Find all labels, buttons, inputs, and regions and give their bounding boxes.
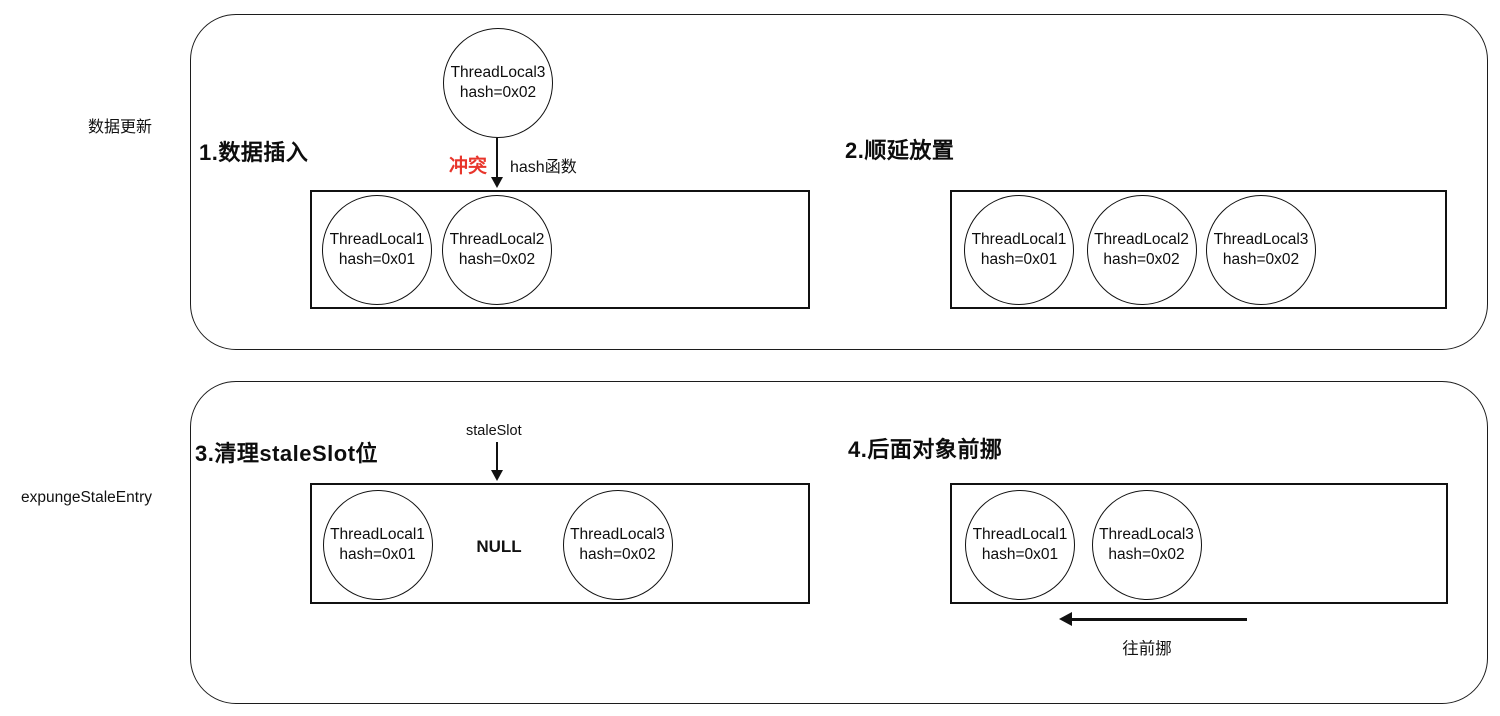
node-hash: hash=0x02 xyxy=(459,84,537,101)
slot-node-threadlocal3: ThreadLocal3 hash=0x02 xyxy=(1091,489,1202,600)
expunge-stale-entry-side-label: expungeStaleEntry xyxy=(21,489,152,506)
staleslot-pointer-arrow-icon xyxy=(495,442,499,470)
node-hash: hash=0x01 xyxy=(980,251,1058,268)
section1-title: 1.数据插入 xyxy=(199,140,309,165)
node-hash: hash=0x02 xyxy=(579,545,656,563)
node-name: ThreadLocal3 xyxy=(1099,525,1194,543)
node-name: ThreadLocal1 xyxy=(971,231,1067,249)
slot-node-threadlocal2: ThreadLocal2 hash=0x02 xyxy=(442,195,552,305)
node-name: ThreadLocal1 xyxy=(330,525,425,543)
move-forward-arrow-icon xyxy=(1072,618,1247,621)
slot-node-threadlocal3: ThreadLocal3 hash=0x02 xyxy=(1206,195,1316,305)
node-hash: hash=0x02 xyxy=(1103,251,1180,268)
section4-title: 4.后面对象前挪 xyxy=(848,437,1003,462)
node-name: ThreadLocal3 xyxy=(570,525,665,543)
null-slot-label: NULL xyxy=(476,537,522,556)
conflict-label: 冲突 xyxy=(449,156,488,177)
section3-title: 3.清理staleSlot位 xyxy=(195,441,379,466)
section2-title: 2.顺延放置 xyxy=(845,138,955,163)
slot-node-threadlocal1: ThreadLocal1 hash=0x01 xyxy=(964,195,1074,305)
move-forward-label: 往前挪 xyxy=(1122,640,1172,658)
slot-node-threadlocal1: ThreadLocal1 hash=0x01 xyxy=(322,195,432,305)
data-update-side-label: 数据更新 xyxy=(88,119,153,136)
node-hash: hash=0x01 xyxy=(338,251,416,268)
slot-node-threadlocal1: ThreadLocal1 hash=0x01 xyxy=(965,489,1075,600)
node-name: ThreadLocal1 xyxy=(972,525,1068,543)
node-hash: hash=0x01 xyxy=(981,545,1059,563)
slot-node-threadlocal3: ThreadLocal3 hash=0x02 xyxy=(562,489,673,600)
node-name: ThreadLocal3 xyxy=(1213,231,1309,249)
hash-function-label: hash函数 xyxy=(510,159,577,176)
incoming-threadlocal3-node: ThreadLocal3 hash=0x02 xyxy=(443,28,553,138)
node-name: ThreadLocal2 xyxy=(449,231,545,249)
staleslot-pointer-label: staleSlot xyxy=(466,423,522,439)
node-name: ThreadLocal1 xyxy=(329,231,425,249)
node-name: ThreadLocal2 xyxy=(1094,231,1189,249)
node-hash: hash=0x02 xyxy=(1108,545,1185,563)
node-hash: hash=0x01 xyxy=(339,545,416,563)
node-hash: hash=0x02 xyxy=(1222,251,1300,268)
node-name: ThreadLocal3 xyxy=(450,64,546,82)
node-hash: hash=0x02 xyxy=(458,251,536,268)
hash-insert-arrow-icon xyxy=(495,138,499,177)
slot-node-threadlocal1: ThreadLocal1 hash=0x01 xyxy=(322,489,433,600)
slot-node-threadlocal2: ThreadLocal2 hash=0x02 xyxy=(1086,195,1197,305)
